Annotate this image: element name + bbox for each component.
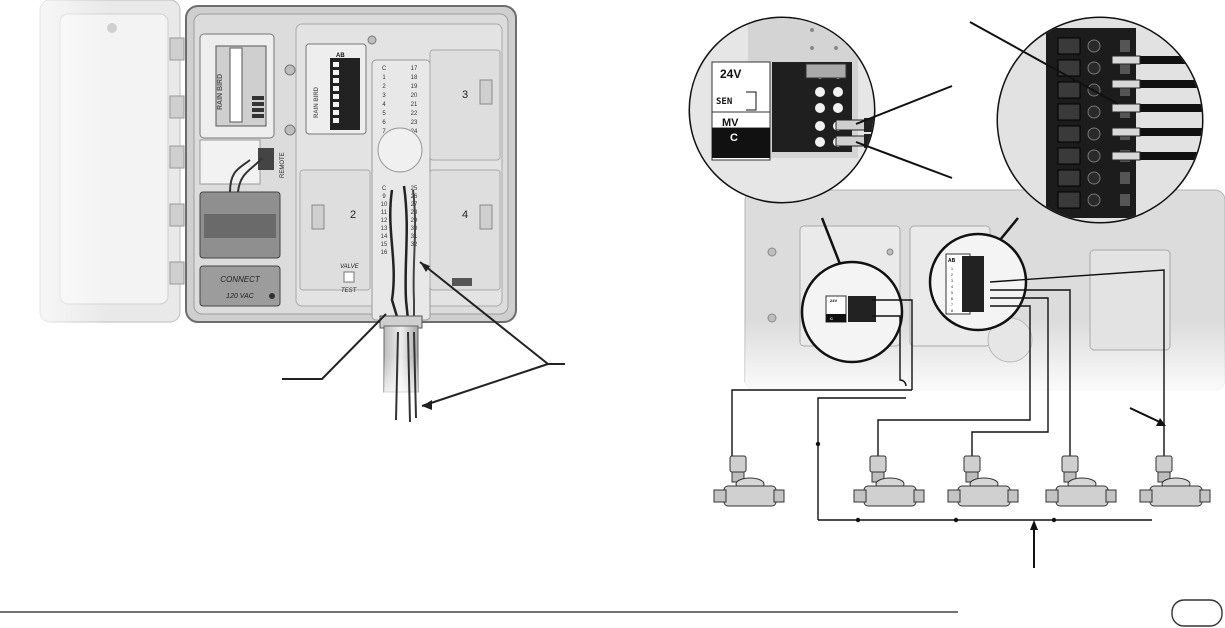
common-wire-leader <box>855 141 953 179</box>
terminal-number: 21 <box>411 102 418 108</box>
terminal-number: 19 <box>411 84 418 90</box>
valve-test-label: VALVE <box>340 264 360 270</box>
terminal-numbers-lower: C 9 10 11 12 13 14 15 16 <box>381 186 388 256</box>
terminal-number: 5 <box>382 111 386 117</box>
page-badge <box>1171 599 1223 627</box>
module-number: 3 <box>951 278 954 283</box>
terminal-number: 24 <box>411 129 418 135</box>
module-number: 5 <box>951 290 954 295</box>
module-number: 7 <box>951 302 954 307</box>
controller-illustration: RAIN BIRD REMOTE CONNECT 120 VAC <box>0 0 565 423</box>
terminal-number: 15 <box>381 242 388 248</box>
terminal-number: 18 <box>411 75 418 81</box>
valve <box>713 455 785 507</box>
valve <box>1045 455 1117 507</box>
terminal-mv-label: MV <box>722 117 739 129</box>
station-wire-leader <box>969 21 1119 105</box>
terminal-number: 13 <box>381 226 388 232</box>
terminal-number: 3 <box>382 93 386 99</box>
terminal-number: 6 <box>382 120 386 126</box>
terminal-number: C <box>382 186 387 192</box>
valve <box>947 455 1019 507</box>
voltage-label: 120 VAC <box>226 293 255 300</box>
terminal-number: 1 <box>382 75 386 81</box>
module-number: 2 <box>951 272 954 277</box>
terminal-number: 9 <box>382 194 386 200</box>
module-number: 1 <box>951 266 954 271</box>
terminal-number: 20 <box>411 93 418 99</box>
terminal-number: 4 <box>382 102 386 108</box>
connect-label: CONNECT <box>220 275 261 284</box>
terminal-sen-label: SEN <box>716 97 732 107</box>
terminal-number: 10 <box>381 202 388 208</box>
terminal-number: 11 <box>381 210 388 216</box>
mv-wire-leader <box>855 85 953 125</box>
terminal-number: 23 <box>411 120 418 126</box>
valve <box>853 455 925 507</box>
terminal-number: 12 <box>381 218 388 224</box>
module-ab-label: AB <box>336 53 345 59</box>
mini-c-label: C <box>830 316 833 321</box>
module-brand: RAIN BIRD <box>314 86 320 118</box>
mini-ab-label: AB <box>948 258 956 264</box>
terminal-number: 7 <box>382 129 386 135</box>
valve-test-sub: TEST <box>341 288 358 294</box>
field-wiring <box>731 269 1165 521</box>
terminal-number: 25 <box>411 186 418 192</box>
module-number: 4 <box>951 284 954 289</box>
module-number: 8 <box>951 308 954 313</box>
terminal-24v-label: 24V <box>720 67 741 81</box>
slot-3-label: 3 <box>462 89 468 101</box>
field-wire-callout-line-lower <box>421 363 549 407</box>
terminal-number: 14 <box>381 234 388 240</box>
module-number: 6 <box>951 296 954 301</box>
brand-logo: RAIN BIRD <box>217 74 224 110</box>
valve <box>1139 455 1211 507</box>
terminal-number: 17 <box>411 66 418 72</box>
terminal-number: 16 <box>381 250 388 256</box>
remote-label: REMOTE <box>280 152 286 178</box>
slot-2-label: 2 <box>350 209 356 221</box>
conduit-callout-line <box>282 313 387 380</box>
terminal-number: C <box>382 66 387 72</box>
terminal-c-label: C <box>730 132 738 144</box>
terminal-number: 2 <box>382 84 386 90</box>
valves <box>713 455 1211 507</box>
slot-4-label: 4 <box>462 209 468 221</box>
mini-24v-label: 24V <box>830 298 837 303</box>
terminal-number: 22 <box>411 111 418 117</box>
